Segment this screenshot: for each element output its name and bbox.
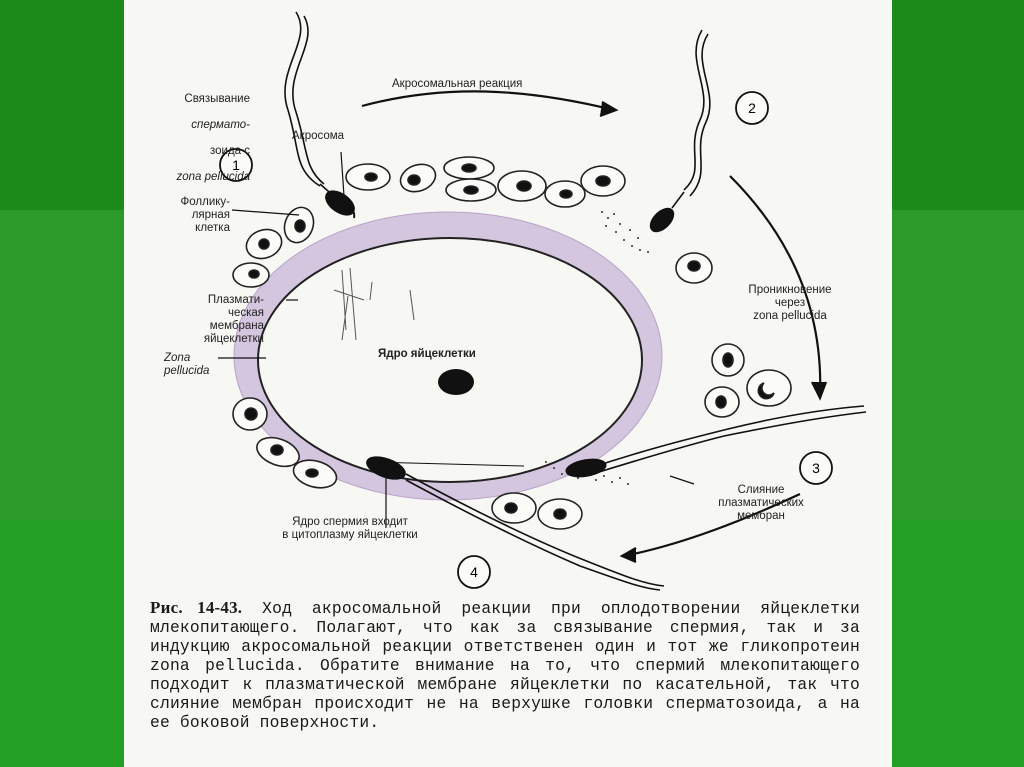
- label-binding-line1: Связывание: [140, 93, 250, 106]
- label-sperm-nucleus-enters: Ядро спермия входит в цитоплазму яйцекле…: [230, 516, 470, 542]
- label-binding: Связывание спермато- зоида с zona pelluc…: [140, 80, 250, 197]
- label-fusion: Слияние плазматических мембран: [696, 484, 826, 523]
- step-number-4: 4: [470, 564, 478, 580]
- sperm-step-1: [285, 12, 358, 220]
- label-zona-pellucida: Zona pellucida: [164, 352, 218, 378]
- label-acrosome: Акросома: [292, 130, 344, 143]
- figure-caption-text: Ход акросомальной реакции при оплодотвор…: [150, 599, 860, 732]
- figure-reference: Рис. 14-43.: [150, 598, 242, 617]
- label-plasma-membrane: Плазмати- ческая мембрана яйцеклетки: [140, 294, 264, 346]
- sperm-step-2: [646, 30, 709, 236]
- label-egg-nucleus: Ядро яйцеклетки: [378, 348, 476, 361]
- label-binding-line4: zona pellucida: [140, 171, 250, 184]
- label-binding-line3: зоида с: [140, 145, 250, 158]
- label-binding-line2: спермато-: [140, 119, 250, 132]
- step-number-3: 3: [812, 460, 820, 476]
- label-follicular-cell: Фоллику- лярная клетка: [154, 196, 230, 235]
- label-penetration: Проникновение через zona pellucida: [720, 284, 860, 323]
- figure-page: 1 2 3 4 Связывание спермато- зоида с zon…: [124, 0, 892, 767]
- step-number-2: 2: [748, 100, 756, 116]
- figure-caption: Рис. 14-43. Ход акросомальной реакции пр…: [150, 598, 860, 732]
- egg-nucleus: [438, 369, 474, 395]
- label-acrosomal-reaction: Акросомальная реакция: [392, 78, 522, 91]
